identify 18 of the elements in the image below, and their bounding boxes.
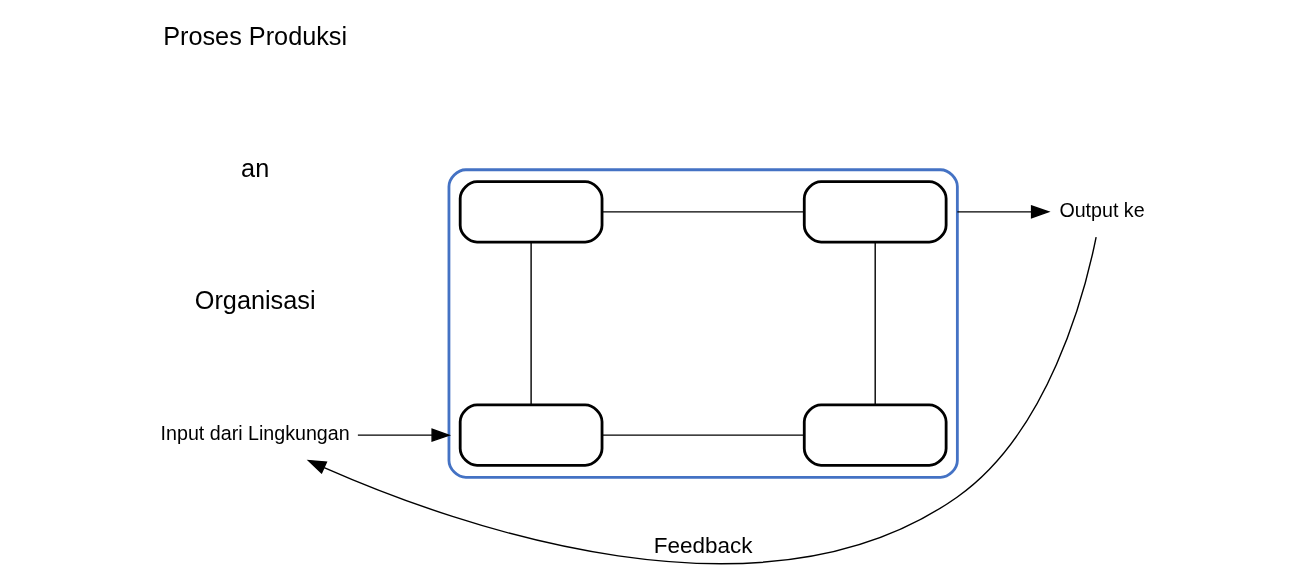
connector: [530, 241, 532, 406]
node-text: Input dari Lingkungan: [160, 422, 350, 445]
cluster: [447, 168, 959, 479]
label: an: [241, 154, 270, 183]
connector: [601, 211, 805, 213]
node-text: Output ke: [1059, 199, 1145, 222]
label: Organisasi: [194, 286, 316, 315]
label: Proses Produksi: [163, 22, 348, 51]
connector: [874, 241, 876, 406]
node-box: [458, 180, 604, 244]
connector: [601, 434, 805, 436]
arrow: [306, 236, 1097, 565]
node-box: [802, 180, 948, 244]
arrow: [956, 204, 1051, 219]
node-box: [458, 403, 604, 467]
node-box: [802, 403, 948, 467]
edge-label: Feedback: [653, 532, 753, 558]
arrow: [357, 428, 452, 443]
